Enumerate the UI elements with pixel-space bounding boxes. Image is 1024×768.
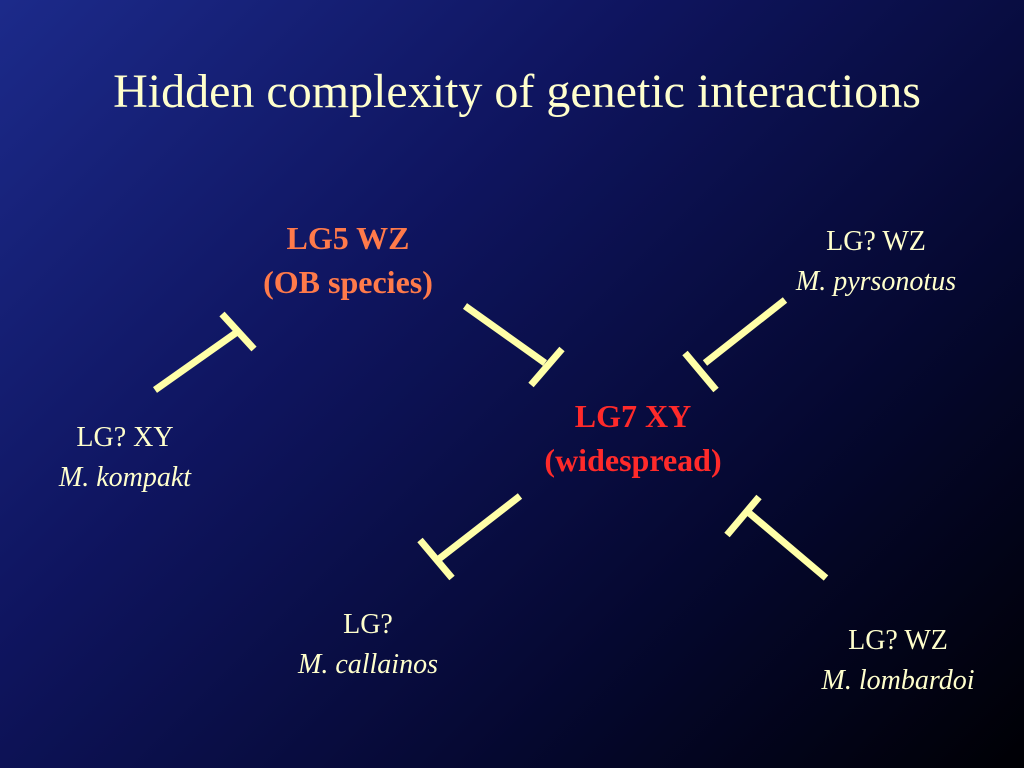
node-kompakt-label: LG? XY [76, 422, 174, 453]
node-lombardoi-label: LG? WZ [848, 625, 948, 656]
inhibit-edge-lombardoi-to-lg7 [724, 494, 829, 581]
inhibit-line [745, 509, 829, 581]
inhibit-line [432, 493, 523, 565]
node-kompakt-species: M. kompakt [58, 462, 192, 493]
inhibit-bar [724, 494, 762, 538]
node-kompakt: LG? XY M. kompakt [20, 418, 230, 498]
node-lg7-sublabel: (widespread) [544, 442, 722, 478]
inhibit-bar [682, 350, 719, 393]
inhibit-bar [417, 537, 455, 581]
node-callainos-label: LG? [343, 609, 393, 640]
inhibit-edge-lg7-to-callainos [417, 493, 523, 581]
inhibit-line [462, 303, 548, 366]
inhibit-edge-pyrsonotus-to-lg7 [682, 297, 788, 393]
inhibit-bar [528, 346, 565, 388]
inhibit-edge-lg5-to-lg7 [462, 303, 565, 388]
node-pyrsonotus-label: LG? WZ [826, 226, 926, 257]
node-lg5-label: LG5 WZ [286, 220, 410, 256]
node-callainos: LG? M. callainos [263, 605, 473, 685]
node-lombardoi: LG? WZ M. lombardoi [788, 621, 1008, 701]
node-callainos-species: M. callainos [298, 649, 438, 680]
node-lg7: LG7 XY (widespread) [483, 394, 783, 482]
node-lg7-label: LG7 XY [574, 398, 692, 434]
node-lombardoi-species: M. lombardoi [821, 665, 975, 696]
slide-title: Hidden complexity of genetic interaction… [113, 65, 921, 118]
inhibit-edge-kompakt-to-lg5 [152, 311, 257, 393]
node-lg5-sublabel: (OB species) [263, 264, 433, 300]
inhibit-line [152, 327, 243, 393]
inhibit-bar [219, 311, 257, 352]
node-pyrsonotus: LG? WZ M. pyrsonotus [756, 222, 996, 302]
node-pyrsonotus-species: M. pyrsonotus [795, 266, 957, 297]
inhibit-line [702, 297, 788, 366]
node-lg5: LG5 WZ (OB species) [200, 216, 496, 304]
